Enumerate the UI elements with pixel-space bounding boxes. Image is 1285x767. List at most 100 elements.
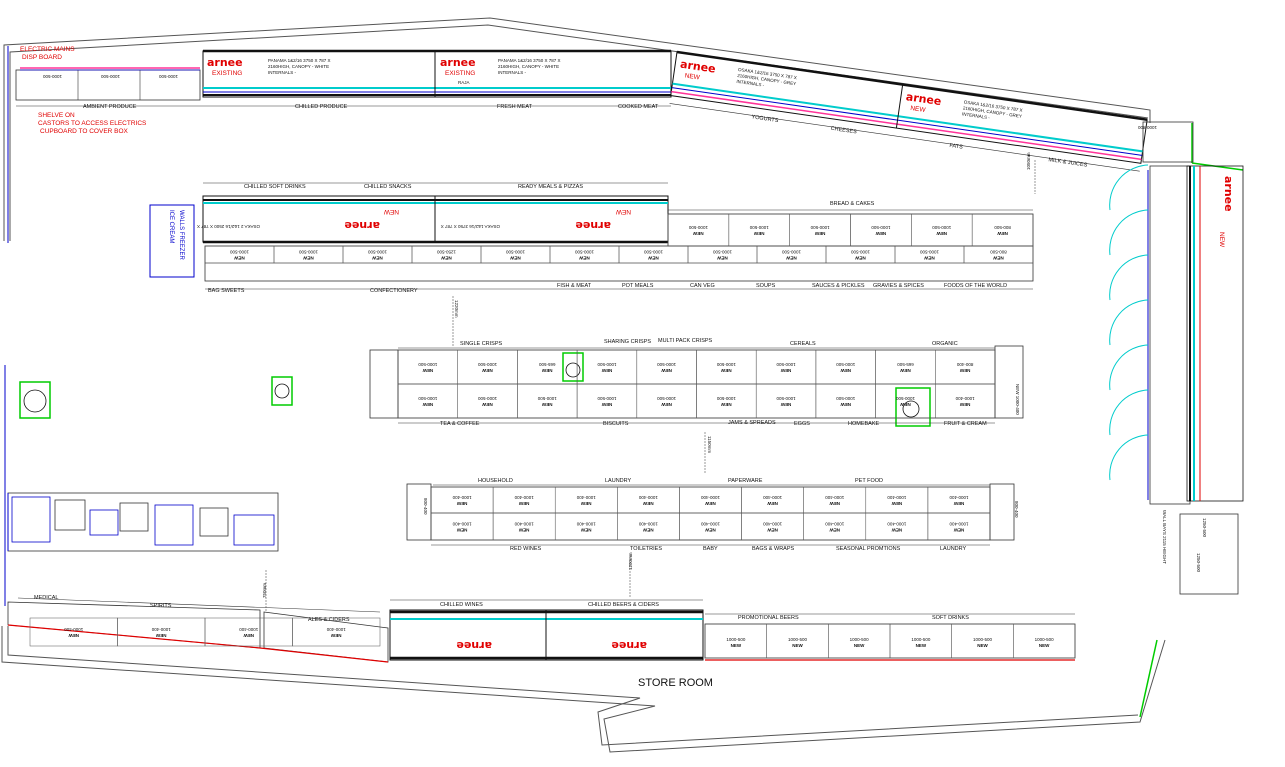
row4-bottom-6: LAUNDRY	[940, 546, 967, 552]
row3-gap: 1150mm	[707, 436, 712, 453]
row2-front-dims-label: 1000-500	[368, 250, 388, 255]
row4-bottom-dims-label: 1000-400	[825, 522, 845, 527]
row3-bottom-dims-new: NEW	[840, 402, 851, 407]
row2-front-dims-label: 1000-500	[920, 250, 940, 255]
ice-cream-label: ICE CREAM	[168, 210, 174, 243]
row2-front-dims-label: 1000-500	[230, 250, 250, 255]
row4-bottom-dims-label: 1000-400	[763, 522, 783, 527]
row4-bottom-dims-new: NEW	[518, 528, 529, 533]
bread-dims-label: 1000-500	[749, 225, 769, 230]
row4-top-3: PAPERWARE	[728, 478, 763, 484]
bottom-left-1: MEDICAL	[34, 595, 58, 601]
row4-top-dims-new: NEW	[953, 501, 964, 506]
row2-front-dims-new: NEW	[647, 256, 658, 261]
spec-osaka-6-l1: OSAKA 1&2/16 3750 X 787 X	[441, 224, 500, 229]
row2-front-dims-label: 800-500	[990, 250, 1007, 255]
row4-top-dims: 1000-400NEW1000-400NEW1000-400NEW1000-40…	[430, 486, 991, 514]
row3-bottom-dims-label: 1000-500	[537, 396, 557, 401]
row2-front-dims-label: 1000-500	[575, 250, 595, 255]
spec-panama-2-l2: 2160HIGH, CANOPY - WHITE	[498, 64, 559, 69]
row4-bottom-dims-new: NEW	[580, 528, 591, 533]
row2-front-dims-label: 1000-500	[713, 250, 733, 255]
row3-top-dims-label: 1000-500	[418, 362, 438, 367]
row4-bottom-dims-label: 1000-400	[576, 522, 596, 527]
bread-dims-label: 1000-500	[932, 225, 952, 230]
brand-logo-1: arnee	[207, 56, 243, 69]
row3-bottom-dims-new: NEW	[541, 402, 552, 407]
row4-top-dims-label: 1000-400	[763, 495, 783, 500]
row4-top-dims-new: NEW	[456, 501, 467, 506]
row4-bottom-dims-label: 1000-400	[949, 522, 969, 527]
section-chilled-snacks: CHILLED SNACKS	[364, 184, 412, 190]
row2-front-dims: 1000-500NEW1000-500NEW1000-500NEW1250-50…	[204, 245, 1034, 264]
brand-new-4: NEW	[910, 105, 927, 114]
row2-bottom-2: CONFECTIONERY	[370, 288, 418, 294]
top-row: 1000-500 1000-500 1000-500 arnee EXISTIN…	[15, 49, 1194, 172]
row3-bottom-dims-new: NEW	[780, 402, 791, 407]
row2-front-dims-new: NEW	[371, 256, 382, 261]
bottom-right-dims-new: NEW	[1039, 643, 1050, 648]
row3-top-dims-label: 1000-500	[657, 362, 677, 367]
electric-note: ELECTRIC MAINS DISP BOARD	[20, 46, 75, 61]
brand-new-6: NEW	[615, 208, 631, 215]
bottom-right-dims-cell	[1013, 623, 1076, 659]
row3-top-dims-label: 1000-500	[478, 362, 498, 367]
row4-bottom-dims-new: NEW	[953, 528, 964, 533]
brand-logo-2: arnee	[440, 56, 476, 69]
section-fats: FATS	[949, 143, 963, 151]
row3-bottom-dims-label: 1000-500	[478, 396, 498, 401]
row3-top-dims-label: 1000-500	[776, 362, 796, 367]
row4-top-dims-new: NEW	[891, 501, 902, 506]
row4-top-dims-label: 1000-400	[701, 495, 721, 500]
chilled-wines: CHILLED WINES	[440, 602, 483, 608]
bottom-right-dims-label: 1000-500	[973, 637, 993, 642]
bread-dims: 1000-500NEW1000-500NEW1000-500NEW1000-50…	[667, 213, 1034, 247]
row4-bottom-dims-new: NEW	[767, 528, 778, 533]
section-bread-cakes: BREAD & CAKES	[830, 201, 875, 207]
row3-bottom-dims-new: NEW	[899, 402, 910, 407]
row4-top-dims-label: 1000-400	[576, 495, 596, 500]
section-cheeses: CHEESES	[830, 126, 857, 136]
soft-drinks: SOFT DRINKS	[932, 615, 969, 621]
corner-dim: 1000-800	[1137, 125, 1157, 130]
row3-bottom-dims-label: 1000-500	[657, 396, 677, 401]
row2-front-dims-cell	[963, 245, 1034, 264]
row4-bottom-4: BAGS & WRAPS	[752, 546, 795, 552]
row2-gap-right: 1050mm	[1026, 152, 1031, 170]
row4-bottom-dims-new: NEW	[891, 528, 902, 533]
ambient-dim-3: 1000-500	[158, 74, 178, 79]
spec-osaka-5-l1: OSAKA 2 1&2/16 2500 X 787 X	[197, 224, 260, 229]
bottom-right-dims-label: 1000-500	[1035, 637, 1055, 642]
section-cooked-meat: COOKED MEAT	[618, 104, 659, 110]
spec-osaka-3-l3: INTERNALS -	[736, 79, 765, 88]
bread-dims-new: NEW	[753, 231, 764, 236]
bottom-right-dims-new: NEW	[977, 643, 988, 648]
row2-front-dims-label: 1000-500	[644, 250, 664, 255]
row2-front-dims-new: NEW	[785, 256, 796, 261]
row2-front-dims-new: NEW	[233, 256, 244, 261]
brand-logo-9: arnee	[1222, 176, 1235, 212]
row3-bottom-1: TEA & COFFEE	[440, 421, 480, 427]
row4-bottom-dims-new: NEW	[642, 528, 653, 533]
bottom-right-dims-new: NEW	[792, 643, 803, 648]
bread-dims-new: NEW	[997, 231, 1008, 236]
row2-front-dims-new: NEW	[854, 256, 865, 261]
bottom-row: MEDICAL SPIRITS ALES & CIDERS 750mm CHIL…	[7, 570, 1076, 663]
row2-front-dims-new: NEW	[440, 256, 451, 261]
row3-bottom-dims-new: NEW	[422, 402, 433, 407]
row3-bottom-2: BISCUITS	[603, 421, 629, 427]
section-yogurts: YOGURTS	[751, 114, 779, 124]
raja-label-1: RAJA	[458, 80, 470, 85]
row3-bottom-dims-cell	[935, 383, 996, 419]
row2-front-dims-label: 1250-500	[437, 250, 457, 255]
row3-bottom-6: FRUIT & CREAM	[944, 421, 987, 427]
brand-new-3: NEW	[684, 72, 701, 81]
row3-bottom-dims-label: 1000-500	[895, 396, 915, 401]
row3-top-4: CEREALS	[790, 341, 816, 347]
row3-bottom-dims-label: 1000-500	[776, 396, 796, 401]
row3-top-dims-new: NEW	[840, 368, 851, 373]
row2-bottom-6: SOUPS	[756, 283, 776, 289]
row4-top-dims-new: NEW	[518, 501, 529, 506]
section-fresh-meat: FRESH MEAT	[497, 104, 533, 110]
row3-bottom-dims-label: 1000-500	[836, 396, 856, 401]
